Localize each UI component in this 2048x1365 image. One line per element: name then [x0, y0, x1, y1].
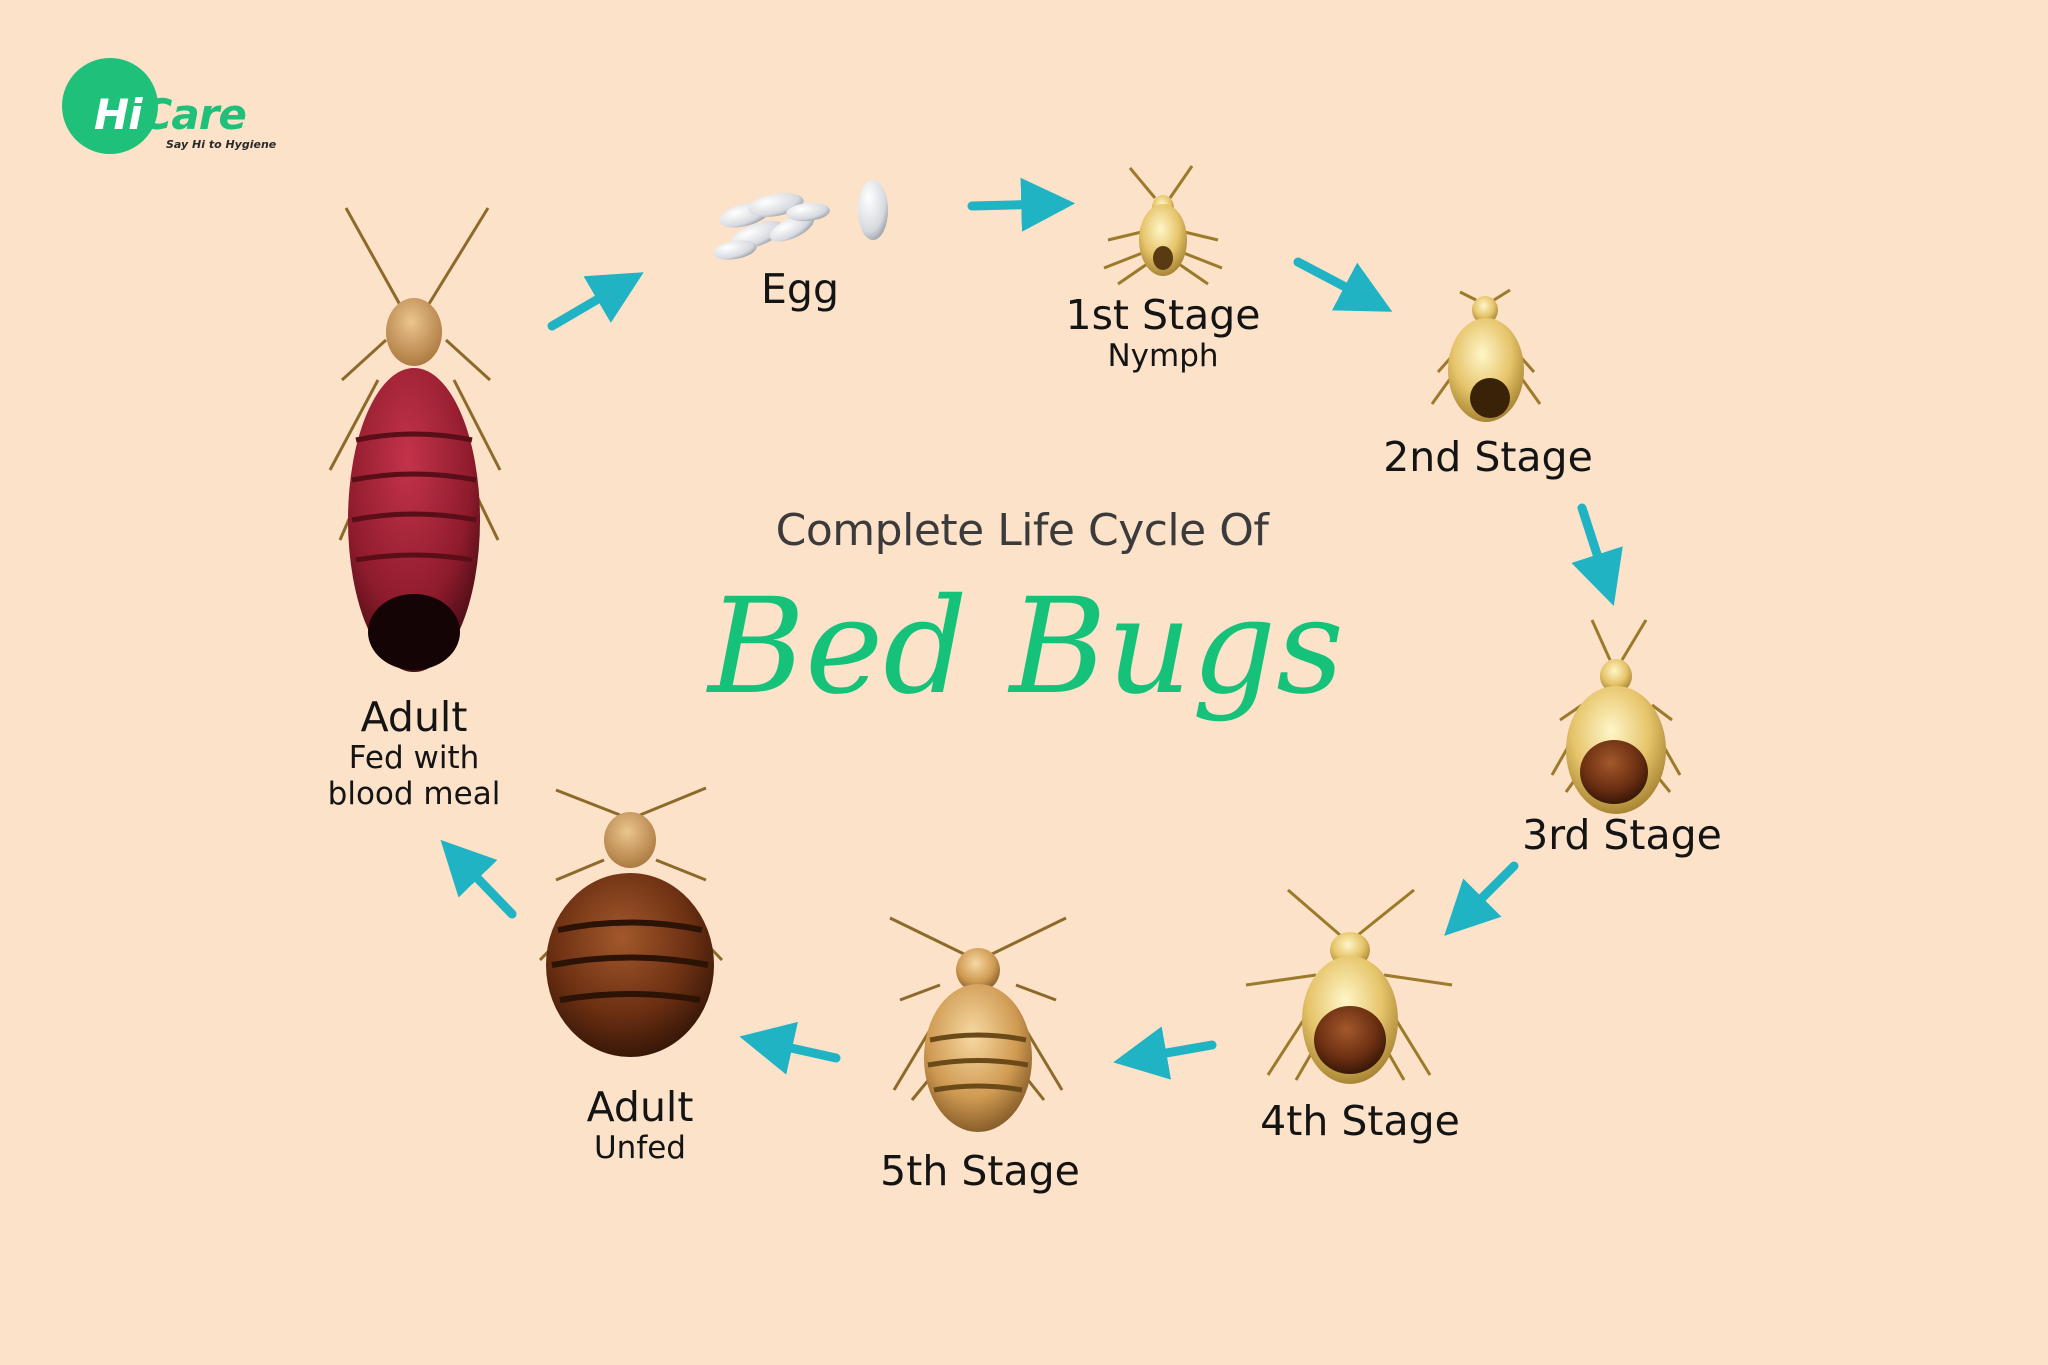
- label-stage3: 3rd Stage: [1522, 812, 1722, 858]
- arrow-stage4-to-stage5: [1113, 1026, 1217, 1080]
- arrow-stage5-to-adult-unfed: [739, 1021, 841, 1075]
- label-adult-unfed: Adult Unfed: [587, 1084, 694, 1166]
- cycle-arrows: [440, 177, 1623, 1080]
- logo-brand-care: Care: [141, 90, 247, 139]
- hicare-logo: HiCare Say Hi to Hygiene: [58, 54, 298, 164]
- arrow-stage2-to-stage3: [1571, 503, 1623, 606]
- label-stage1: 1st Stage Nymph: [1065, 292, 1260, 374]
- label-stage1-sub: Nymph: [1107, 338, 1219, 374]
- label-egg-main: Egg: [761, 265, 839, 313]
- bug-stage5: [889, 916, 1067, 1132]
- label-egg: Egg: [761, 266, 839, 312]
- diagram-title-line1: Complete Life Cycle Of: [775, 505, 1269, 556]
- label-stage5: 5th Stage: [880, 1148, 1080, 1194]
- diagram-title-line2: Bed Bugs: [708, 570, 1344, 724]
- single-egg: [858, 180, 888, 240]
- bug-stage1: [1103, 165, 1223, 286]
- label-adult-fed-sub1: Fed with: [348, 740, 480, 776]
- label-adult-unfed-sub: Unfed: [593, 1130, 686, 1166]
- label-stage5-main: 5th Stage: [880, 1147, 1080, 1195]
- label-adult-fed-sub2: blood meal: [327, 776, 501, 812]
- arrow-adult-unfed-to-adult-fed: [440, 839, 517, 919]
- label-adult-fed-main: Adult: [360, 693, 468, 741]
- label-stage2-main: 2nd Stage: [1383, 433, 1593, 481]
- logo-brand: HiCare: [94, 90, 247, 139]
- label-stage2: 2nd Stage: [1383, 434, 1593, 480]
- bug-stage2: [1430, 288, 1542, 422]
- label-adult-fed: Adult Fed with blood meal: [328, 694, 501, 812]
- arrow-adult-to-egg: [547, 272, 644, 331]
- arrow-stage1-to-stage2: [1293, 257, 1393, 312]
- bug-adult-unfed: [538, 786, 724, 1057]
- label-adult-unfed-main: Adult: [586, 1083, 694, 1131]
- label-stage4: 4th Stage: [1260, 1098, 1460, 1144]
- arrow-egg-to-stage1: [967, 177, 1076, 232]
- bug-adult-fed: [328, 207, 502, 672]
- label-stage3-main: 3rd Stage: [1522, 811, 1722, 859]
- logo-brand-hi: Hi: [94, 90, 143, 139]
- label-stage4-main: 4th Stage: [1260, 1097, 1460, 1145]
- arrow-stage3-to-stage4: [1444, 861, 1519, 936]
- logo-tagline: Say Hi to Hygiene: [166, 138, 277, 151]
- bug-stage3: [1550, 619, 1682, 814]
- label-stage1-main: 1st Stage: [1065, 291, 1261, 339]
- bug-stage4: [1245, 888, 1453, 1084]
- logo-circle: [62, 58, 158, 154]
- egg-cluster: [713, 180, 888, 260]
